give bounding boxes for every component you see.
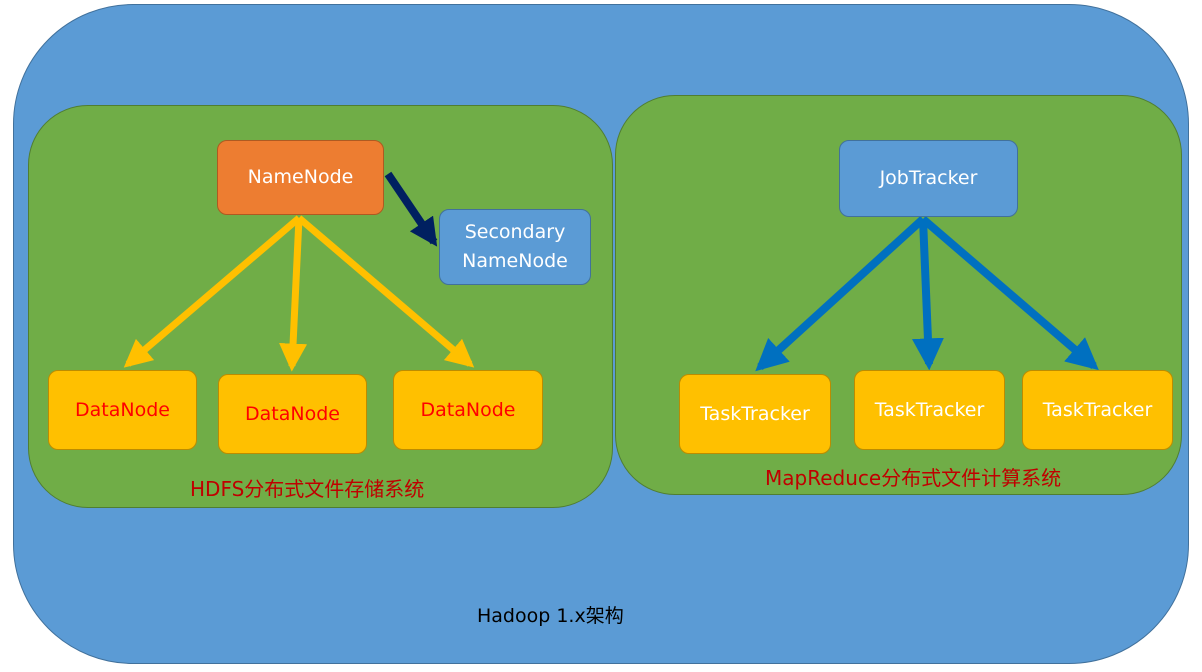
- hdfs-caption: HDFS分布式文件存储系统: [190, 477, 425, 501]
- datanode-box: DataNode: [218, 374, 367, 454]
- tasktracker-box: TaskTracker: [1022, 370, 1173, 450]
- jobtracker-box: JobTracker: [839, 140, 1018, 217]
- datanode-box: DataNode: [393, 370, 543, 450]
- secondary-namenode-box: Secondary NameNode: [439, 209, 591, 285]
- tasktracker-box: TaskTracker: [679, 374, 831, 454]
- tasktracker-box: TaskTracker: [854, 370, 1005, 450]
- datanode-box: DataNode: [48, 370, 197, 450]
- mapreduce-caption: MapReduce分布式文件计算系统: [765, 466, 1062, 490]
- namenode-box: NameNode: [217, 140, 384, 215]
- diagram-title: Hadoop 1.x架构: [477, 605, 624, 627]
